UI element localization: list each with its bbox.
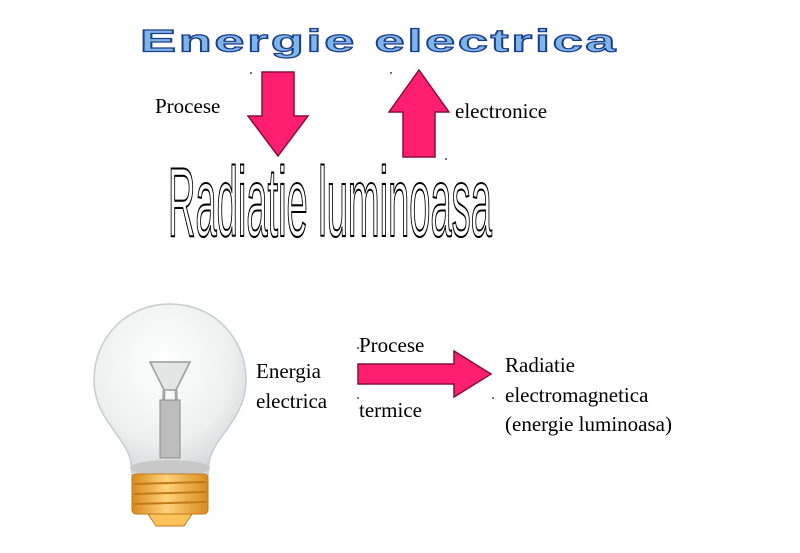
label-electrica: electrica — [256, 389, 328, 413]
marker-dot — [445, 158, 447, 160]
marker-dot — [250, 72, 252, 74]
light-bulb-icon — [93, 303, 247, 527]
label-procese-top: Procese — [155, 94, 221, 118]
label-electronice: electronice — [455, 99, 548, 123]
right-arrow-icon — [357, 349, 493, 399]
title-energie-electrica: Energie electrica — [139, 24, 619, 59]
marker-dot — [492, 397, 494, 399]
marker-dot — [390, 72, 392, 74]
down-arrow-icon — [246, 71, 310, 158]
label-termice: termice — [359, 398, 422, 422]
up-arrow-icon — [387, 68, 451, 158]
label-electromagnetica: electromagnetica — [505, 383, 649, 407]
radiatie-luminoasa-wordart: Radiatie luminoasa — [168, 146, 493, 257]
label-procese-bottom: Procese — [359, 333, 425, 357]
label-energia: Energia — [256, 359, 321, 383]
marker-dot — [357, 347, 359, 349]
marker-dot — [357, 397, 359, 399]
label-radiatie: Radiatie — [505, 353, 575, 377]
label-energie-luminoasa: (energie luminoasa) — [505, 412, 672, 436]
